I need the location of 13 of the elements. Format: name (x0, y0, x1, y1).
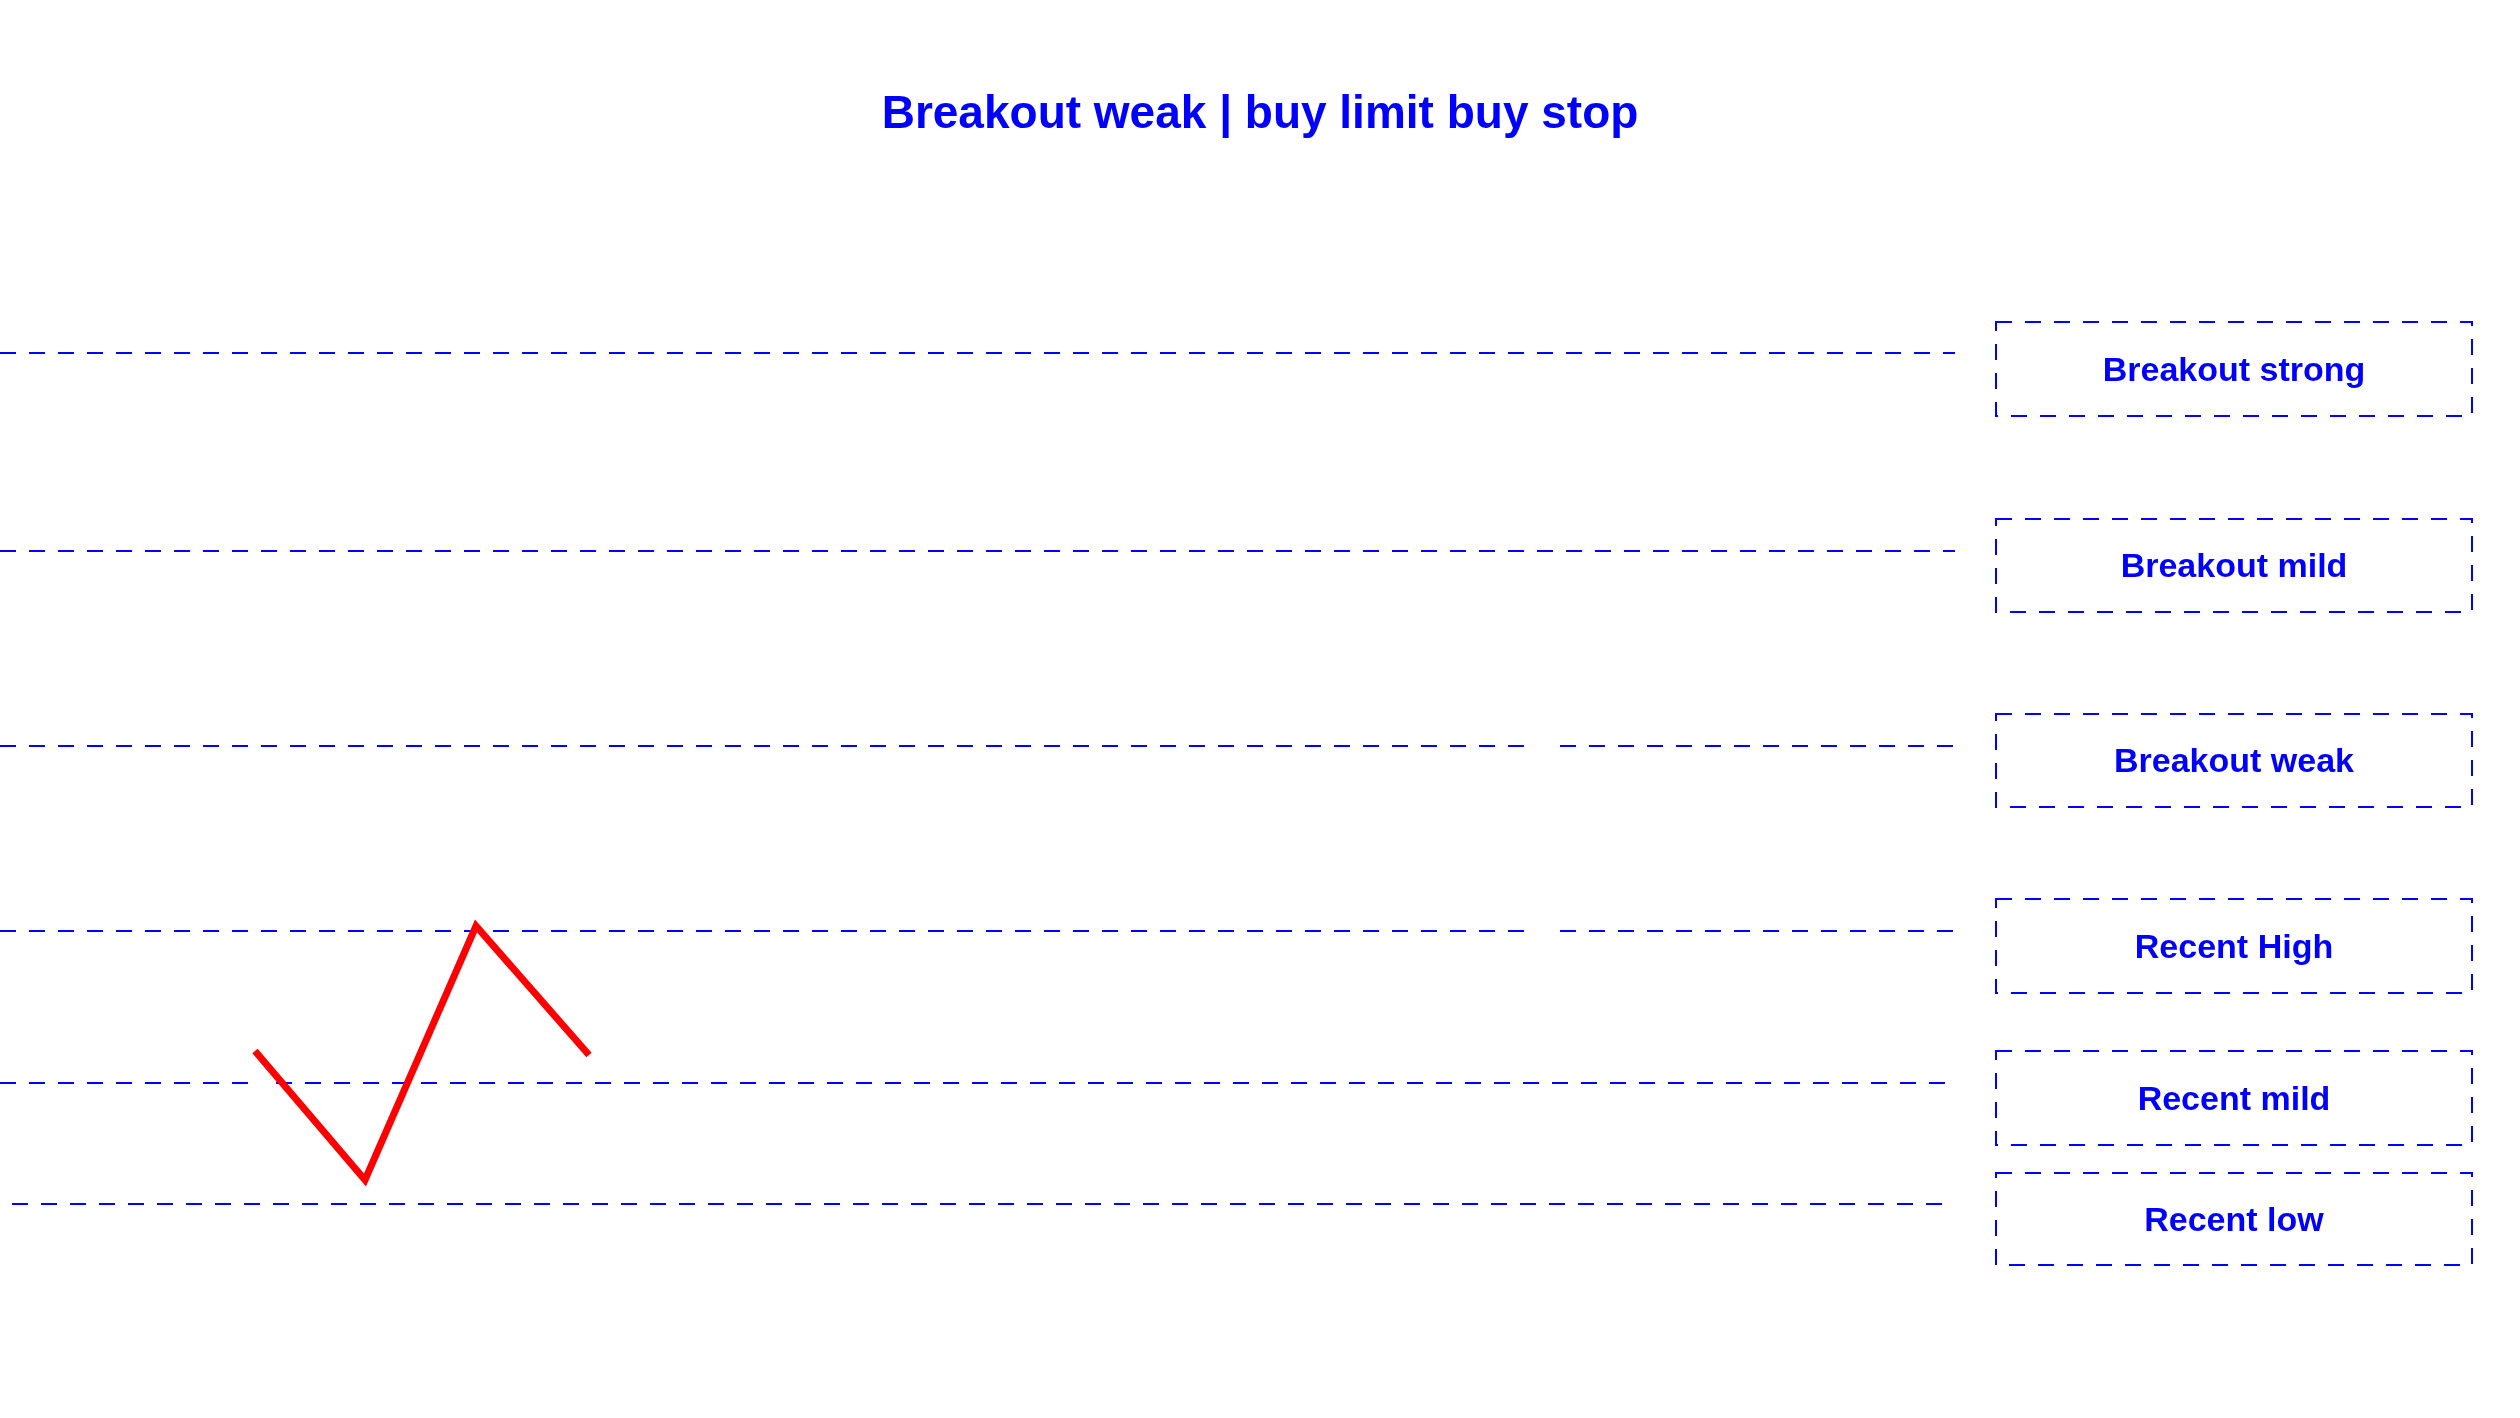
level-label-box (1995, 321, 2473, 417)
level-label: Breakout mild (2120, 545, 2348, 586)
level-label-box (1995, 898, 2473, 994)
level-label: Recent low (2144, 1198, 2324, 1240)
level-label-box (1995, 518, 2473, 613)
level-label: Recent mild (2137, 1077, 2331, 1119)
level-label: Recent High (2134, 925, 2334, 967)
level-label-box (1995, 713, 2473, 808)
level-label: Breakout strong (2102, 348, 2366, 390)
level-label-box (1995, 1050, 2473, 1146)
diagram-title: Breakout weak | buy limit buy stop (881, 86, 1639, 139)
level-label: Breakout weak (2114, 740, 2354, 781)
level-label-box (1995, 1172, 2473, 1266)
